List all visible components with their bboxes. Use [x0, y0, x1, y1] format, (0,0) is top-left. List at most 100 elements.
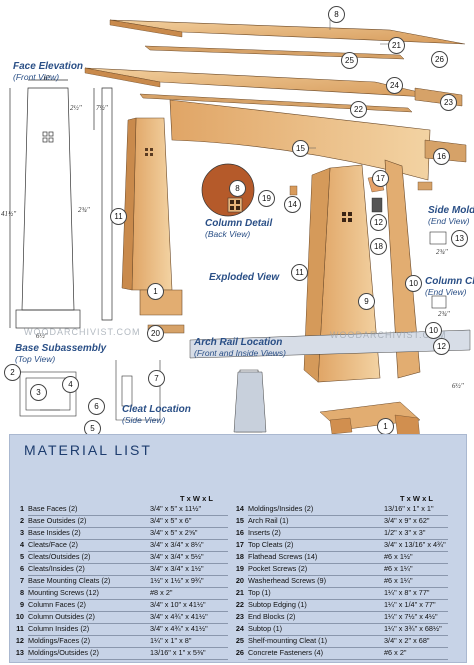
part-number: 7: [19, 576, 24, 585]
part-number: 12: [15, 636, 24, 645]
callout-7: 7: [148, 370, 165, 387]
callout-9: 9: [358, 293, 375, 310]
part-number: 24: [235, 624, 244, 633]
part-number: 13: [15, 648, 24, 657]
part-name: Base Outsides (2): [28, 516, 87, 525]
row-rule: [248, 658, 448, 660]
part-name: Mounting Screws (12): [28, 588, 99, 597]
top-board-edge: [109, 19, 183, 38]
row-rule: [28, 574, 228, 576]
part-name: Flathead Screws (14): [248, 552, 318, 561]
part-size: 1¼" x 1/4" x 77": [384, 600, 436, 609]
part-number: 9: [19, 600, 24, 609]
part-size: 3/4" x 9" x 62": [384, 516, 430, 525]
part-size: 1¼" x 1" x 8": [150, 636, 192, 645]
part-number: 23: [235, 612, 244, 621]
part-size: 3/4" x 2" x 68": [384, 636, 430, 645]
callout-20: 20: [147, 325, 164, 342]
part-number: 5: [19, 552, 24, 561]
part-size: 3/4" x 4¾" x 41½": [150, 612, 208, 621]
dim-molding: 2¾": [436, 248, 448, 256]
row-rule: [248, 550, 448, 552]
part-size: 1¼" x 7½" x 4½": [384, 612, 438, 621]
dim-cleat-end: 2¾": [438, 310, 450, 318]
part-size: 13/16" x 1" x 1": [384, 504, 434, 513]
base-subassembly-title: Base Subassembly(Top View): [15, 343, 107, 364]
dim-side: 2¾": [78, 206, 90, 214]
row-rule: [248, 598, 448, 600]
callout-18: 18: [370, 238, 387, 255]
part-size: #6 x 1¼": [384, 576, 413, 585]
part-number: 20: [235, 576, 244, 585]
callout-26: 26: [431, 51, 448, 68]
part-size: #6 x 1½": [384, 552, 413, 561]
part-number: 6: [19, 564, 24, 573]
dim-rail: 7½": [96, 104, 108, 112]
part-name: Shelf-mounting Cleat (1): [248, 636, 328, 645]
subtop-edging: [139, 93, 413, 113]
part-name: Top (1): [248, 588, 271, 597]
part-name: Column Insides (2): [28, 624, 90, 633]
part-size: 3/4" x 13/16" x 4¾": [384, 540, 446, 549]
part-number: 4: [19, 540, 24, 549]
part-name: Top Cleats (2): [248, 540, 294, 549]
part-name: Washerhead Screws (9): [248, 576, 326, 585]
part-size: 3/4" x 5" x 6": [150, 516, 192, 525]
part-name: Concrete Fasteners (4): [248, 648, 324, 657]
part-name: Arch Rail (1): [248, 516, 289, 525]
row-rule: [28, 610, 228, 612]
shelf-cleat: [144, 45, 405, 60]
dim-height: 41½": [1, 210, 17, 218]
part-number: 25: [235, 636, 244, 645]
row-rule: [28, 538, 228, 540]
callout-4: 4: [62, 376, 79, 393]
row-rule: [248, 646, 448, 648]
part-name: End Blocks (2): [248, 612, 296, 621]
callout-25: 25: [341, 52, 358, 69]
part-size: 3/4" x 3/4" x 8¼": [150, 540, 204, 549]
part-name: Inserts (2): [248, 528, 281, 537]
material-row: 18 Flathead Screws (14) #6 x 1½": [232, 552, 452, 563]
base-subassembly-drawing: [19, 371, 77, 417]
material-row: 25 Shelf-mounting Cleat (1) 3/4" x 2" x 68…: [232, 636, 452, 647]
callout-1: 1: [147, 283, 164, 300]
part-size: 1½" x 1½" x 9¾": [150, 576, 204, 585]
part-name: Base Mounting Cleats (2): [28, 576, 111, 585]
row-rule: [248, 526, 448, 528]
row-rule: [28, 634, 228, 636]
part-number: 8: [19, 588, 24, 597]
arch-rail-title: Arch Rail Location(Front and Inside View…: [194, 337, 286, 358]
callout-13: 13: [451, 230, 468, 247]
part-name: Moldings/Faces (2): [28, 636, 91, 645]
part-number: 26: [235, 648, 244, 657]
material-row: 23 End Blocks (2) 1¼" x 7½" x 4½": [232, 612, 452, 623]
part-number: 18: [235, 552, 244, 561]
cleat-location-title: Cleat Location(Side View): [122, 404, 191, 425]
right-column: [289, 159, 433, 383]
part-size: 1¼" x 8" x 77": [384, 588, 430, 597]
exploded-view-title: Exploded View: [209, 272, 280, 283]
part-number: 2: [19, 516, 24, 525]
callout-12: 12: [370, 214, 387, 231]
part-size: 3/4" x 4¾" x 41½": [150, 624, 208, 633]
side-moldings-title: Side Moldings(End View): [428, 205, 474, 226]
material-row: 12 Moldings/Faces (2) 1¼" x 1" x 8": [12, 636, 232, 647]
part-name: Cleats/Face (2): [28, 540, 78, 549]
row-rule: [248, 562, 448, 564]
subtop-edge: [84, 67, 161, 88]
row-rule: [28, 514, 228, 516]
row-rule: [28, 550, 228, 552]
part-name: Base Insides (2): [28, 528, 81, 537]
row-rule: [28, 622, 228, 624]
callout-15: 15: [292, 140, 309, 157]
col-header-right: T x W x L: [400, 494, 433, 503]
part-name: Cleats/Insides (2): [28, 564, 85, 573]
row-rule: [248, 514, 448, 516]
